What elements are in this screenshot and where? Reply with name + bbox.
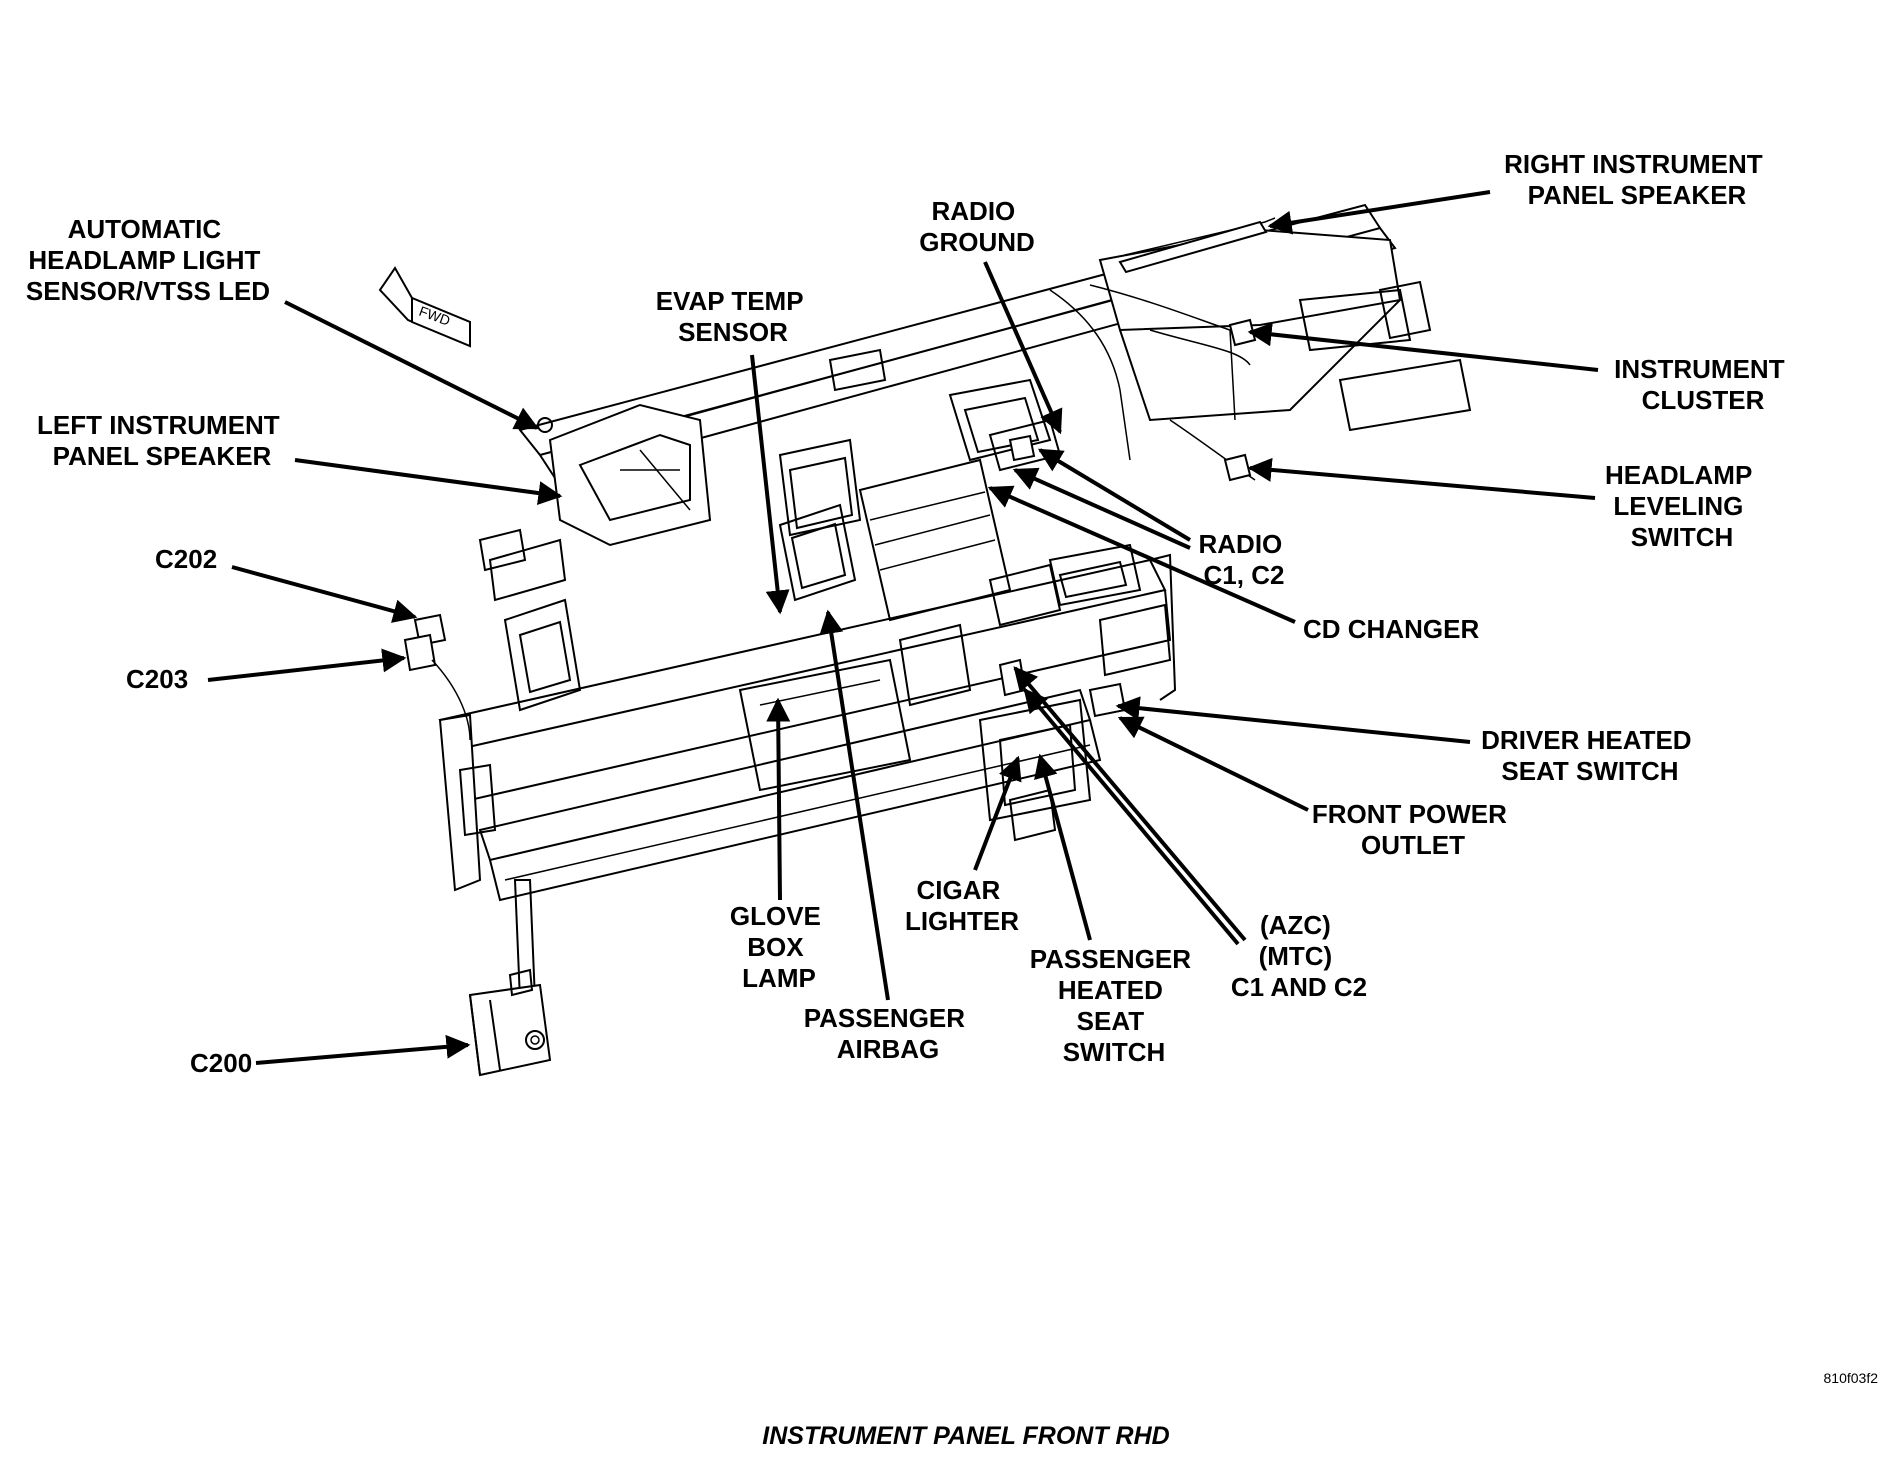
arrow-azc-1	[1013, 666, 1247, 942]
arrow-driver-heated	[1115, 696, 1471, 744]
arrow-instrument-cluster	[1247, 322, 1599, 372]
arrow-azc-2	[1023, 688, 1240, 946]
arrow-left-speaker	[294, 458, 563, 505]
label-right-speaker: RIGHT INSTRUMENT PANEL SPEAKER	[1504, 149, 1770, 210]
label-azc-mtc: (AZC) (MTC) C1 AND C2	[1231, 910, 1367, 1002]
label-cd-changer: CD CHANGER	[1303, 614, 1479, 644]
label-evap-temp: EVAP TEMP SENSOR	[656, 286, 811, 347]
leader-arrows	[207, 190, 1599, 1065]
arrow-front-power	[1117, 716, 1309, 812]
diagram-caption: INSTRUMENT PANEL FRONT RHD	[762, 1422, 1169, 1450]
arrow-c200	[255, 1034, 471, 1065]
arrow-radio-c1	[1037, 448, 1192, 542]
arrow-auto-headlamp	[284, 300, 540, 430]
arrow-radio-ground	[983, 261, 1063, 435]
label-cigar-lighter: CIGAR LIGHTER	[905, 875, 1019, 936]
forward-arrow-icon: FWD	[378, 266, 471, 348]
arrow-cigar-lighter	[973, 755, 1022, 871]
arrow-cd-changer	[987, 485, 1296, 624]
label-headlamp-leveling: HEADLAMP LEVELING SWITCH	[1605, 460, 1759, 552]
label-glove-box: GLOVE BOX LAMP	[730, 901, 828, 993]
label-c200: C200	[190, 1048, 252, 1078]
label-instrument-cluster: INSTRUMENT CLUSTER	[1614, 354, 1792, 415]
arrow-c203	[207, 648, 407, 682]
label-left-speaker: LEFT INSTRUMENT PANEL SPEAKER	[37, 410, 287, 471]
label-radio-ground: RADIO GROUND	[919, 196, 1035, 257]
arrow-right-speaker	[1267, 190, 1491, 235]
figure-code: 810f03f2	[1824, 1370, 1879, 1386]
label-passenger-airbag: PASSENGER AIRBAG	[804, 1003, 973, 1064]
label-radio-c1c2: RADIO C1, C2	[1198, 529, 1289, 590]
label-c202: C202	[155, 544, 217, 574]
arrow-evap-temp	[750, 354, 790, 615]
label-front-power: FRONT POWER OUTLET	[1312, 799, 1514, 860]
label-auto-headlamp: AUTOMATIC HEADLAMP LIGHT SENSOR/VTSS LED	[26, 214, 270, 306]
arrow-c202	[231, 565, 418, 623]
instrument-panel-drawing	[403, 203, 1472, 1077]
arrow-radio-c2	[1012, 467, 1191, 550]
label-c203: C203	[126, 664, 188, 694]
label-passenger-heated: PASSENGER HEATED SEAT SWITCH	[1030, 944, 1199, 1067]
arrow-passenger-heated	[1034, 753, 1092, 941]
label-driver-heated: DRIVER HEATED SEAT SWITCH	[1481, 725, 1699, 786]
callout-labels: AUTOMATIC HEADLAMP LIGHT SENSOR/VTSS LED…	[26, 149, 1792, 1078]
arrow-passenger-airbag	[819, 609, 890, 1001]
arrow-headlamp-leveling	[1247, 457, 1596, 500]
arrow-glove-box	[766, 697, 791, 901]
